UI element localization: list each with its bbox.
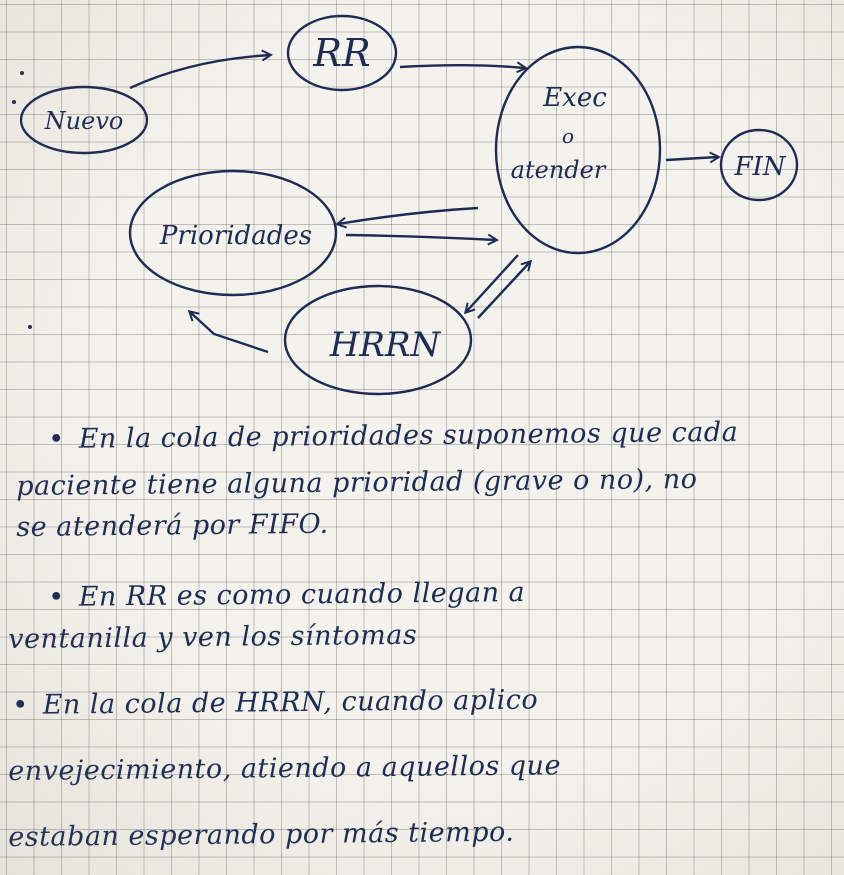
note3-line2: envejecimiento, atiendo a aquellos que: [8, 738, 561, 799]
edge-exec-to-fin: [665, 157, 718, 160]
note3-line1-text: En la cola de HRRN, cuando aplico: [42, 684, 539, 721]
edge-rr-to-exec: [399, 65, 525, 68]
note2-line1-text: En RR es como cuando llegan a: [78, 577, 526, 613]
note1-line3-text: se atenderá por FIFO.: [16, 508, 329, 543]
exec-node: [494, 45, 662, 255]
fin-node: [719, 128, 799, 202]
note3-bullet: •: [12, 689, 29, 721]
nuevo-label: Nuevo: [44, 107, 124, 135]
rr-label: RR: [312, 31, 370, 75]
note3-line2-text: envejecimiento, atiendo a aquellos que: [8, 750, 562, 787]
ink-dot: [20, 71, 24, 75]
edge-prioridades-to-exec: [345, 235, 496, 240]
ink-dot: [12, 100, 16, 104]
edge-exec-to-prioridades: [338, 206, 479, 224]
edge-exec-to-hrrn: [466, 254, 519, 312]
state-diagram: Nuevo RR Exec o atender FIN Prioridades …: [12, 14, 799, 396]
exec-label-line2: o: [562, 124, 574, 148]
edge-hrrn-to-prioridades: [190, 312, 269, 354]
edge-nuevo-to-rr: [129, 55, 270, 90]
exec-label-line3: atender: [511, 156, 607, 184]
exec-label-line1: Exec: [542, 83, 607, 113]
edge-hrrn-to-exec: [477, 262, 530, 319]
ink-dot: [28, 325, 32, 329]
fin-label: FIN: [733, 152, 786, 182]
hrrn-node: [283, 284, 473, 396]
nuevo-node: [19, 85, 149, 155]
note3-line1: • En la cola de HRRN, cuando aplico: [12, 672, 538, 733]
hrrn-label: HRRN: [329, 325, 442, 365]
rr-node: [286, 14, 398, 92]
note3-line3: estaban esperando por más tiempo.: [8, 805, 515, 865]
prioridades-label: Prioridades: [159, 221, 312, 251]
note1-line1-text: En la cola de prioridades suponemos que …: [78, 416, 739, 455]
note2-line2-text: ventanilla y ven los síntomas: [8, 619, 418, 655]
note2-line2: ventanilla y ven los síntomas: [8, 608, 418, 667]
prioridades-node: [128, 169, 338, 297]
note1-line2-text: paciente tiene alguna prioridad (grave o…: [16, 463, 698, 502]
note1-line3: se atenderá por FIFO.: [16, 497, 329, 555]
note3-line3-text: estaban esperando por más tiempo.: [8, 816, 515, 853]
